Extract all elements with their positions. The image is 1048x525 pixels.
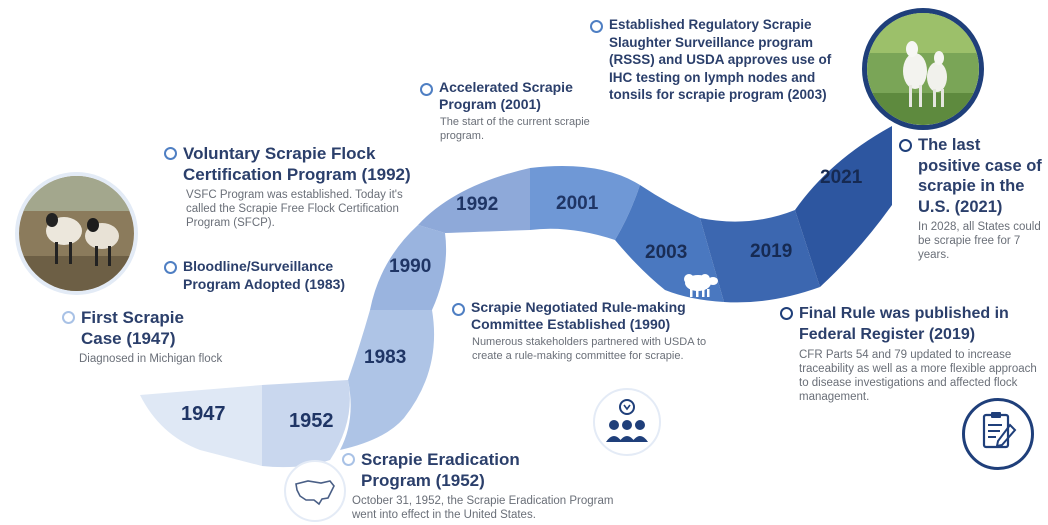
segment-1952	[262, 380, 350, 468]
segment-1983	[340, 310, 435, 450]
event-dot	[452, 303, 465, 316]
event-first-case: First Scrapie Case (1947) Diagnosed in M…	[62, 307, 242, 366]
event-final-rule: Final Rule was published in Federal Regi…	[780, 303, 1048, 404]
segment-1992	[418, 168, 530, 233]
goats-photo	[862, 8, 984, 130]
event-desc: In 2028, all States could be scrapie fre…	[918, 221, 1041, 261]
event-desc: CFR Parts 54 and 79 updated to increase …	[799, 349, 1037, 403]
event-title: First Scrapie Case (1947)	[81, 308, 184, 348]
people-lightbulb-icon	[606, 399, 648, 442]
segment-1947	[140, 385, 262, 466]
year-1947: 1947	[181, 403, 226, 425]
us-map-icon-circle	[284, 460, 346, 522]
event-desc: October 31, 1952, the Scrapie Eradicatio…	[352, 495, 614, 521]
event-title: Bloodline/Surveillance Program Adopted (…	[183, 258, 346, 292]
year-1992: 1992	[456, 194, 499, 215]
event-title: Scrapie Eradication Program (1952)	[361, 450, 520, 490]
segment-2019	[700, 210, 820, 303]
event-dot	[590, 20, 603, 33]
segment-2003	[615, 185, 724, 302]
event-title: Accelerated Scrapie Program (2001)	[439, 79, 573, 112]
event-desc: Numerous stakeholders partnered with USD…	[472, 336, 707, 362]
sheep-icon	[684, 274, 718, 297]
year-2021: 2021	[820, 167, 863, 188]
clipboard-icon	[982, 412, 1017, 449]
year-2003: 2003	[645, 242, 688, 263]
year-1952: 1952	[289, 410, 334, 432]
event-title: Established Regulatory Scrapie Slaughter…	[609, 17, 832, 102]
event-title: Scrapie Negotiated Rule-making Committee…	[471, 299, 686, 332]
year-2019: 2019	[750, 241, 793, 262]
event-voluntary: Voluntary Scrapie Flock Certification Pr…	[164, 143, 424, 230]
event-dot	[342, 453, 355, 466]
event-title: The last positive case of scrapie in the…	[918, 136, 1042, 216]
event-dot	[899, 139, 912, 152]
event-last-case: The last positive case of scrapie in the…	[899, 135, 1048, 262]
event-dot	[164, 147, 177, 160]
event-dot	[62, 311, 75, 324]
event-dot	[164, 261, 177, 274]
event-title: Final Rule was published in Federal Regi…	[799, 305, 1009, 343]
year-1990: 1990	[389, 256, 432, 277]
segment-2021	[795, 126, 892, 287]
event-accelerated: Accelerated Scrapie Program (2001) The s…	[420, 79, 630, 143]
event-desc: The start of the current scrapie program…	[440, 116, 590, 142]
event-rsss: Established Regulatory Scrapie Slaughter…	[590, 16, 860, 104]
event-eradication: Scrapie Eradication Program (1952) Octob…	[342, 449, 642, 522]
segment-1990	[370, 225, 447, 310]
event-bloodline: Bloodline/Surveillance Program Adopted (…	[164, 257, 364, 293]
event-desc: Diagnosed in Michigan flock	[79, 353, 223, 365]
year-2001: 2001	[556, 193, 599, 214]
year-1983: 1983	[364, 347, 407, 368]
sheep-photo-image	[19, 176, 134, 291]
event-negotiated: Scrapie Negotiated Rule-making Committee…	[452, 299, 712, 363]
event-desc: VSFC Program was established. Today it's…	[186, 189, 403, 229]
clipboard-icon-circle	[962, 398, 1034, 470]
us-map-icon	[295, 480, 335, 506]
event-title: Voluntary Scrapie Flock Certification Pr…	[183, 144, 411, 184]
event-dot	[420, 83, 433, 96]
sheep-photo	[15, 172, 138, 295]
segment-2001	[530, 166, 640, 240]
people-lightbulb-icon-circle	[593, 388, 661, 456]
goats-photo-image	[867, 13, 979, 125]
event-dot	[780, 307, 793, 320]
